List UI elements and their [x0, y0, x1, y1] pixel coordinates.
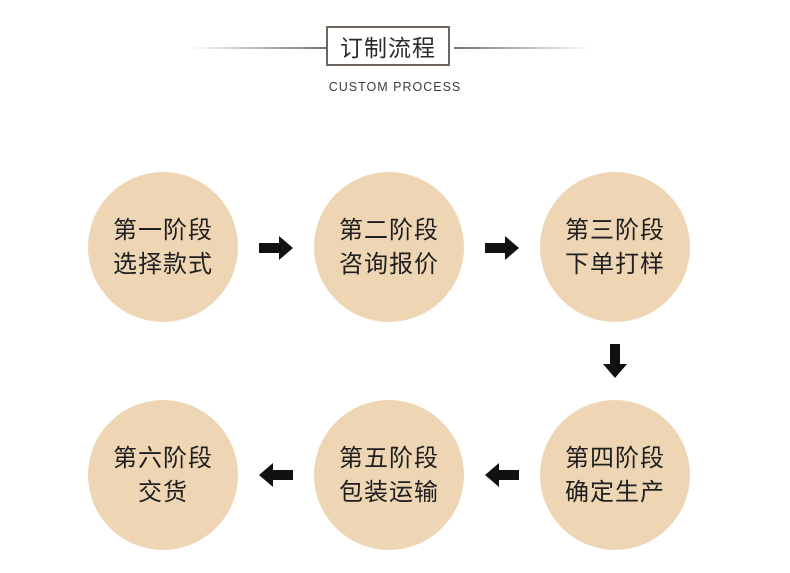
step-3-desc: 下单打样 [565, 250, 665, 278]
step-1-desc: 选择款式 [113, 250, 213, 278]
step-3-circle: 第三阶段 下单打样 [540, 172, 690, 322]
arrow-right-icon [485, 236, 519, 260]
arrow-left-icon [259, 463, 293, 487]
page-title: 订制流程 [326, 26, 450, 66]
step-4-stage: 第四阶段 [565, 444, 665, 472]
arrow-down-icon [603, 344, 627, 378]
arrow-left-icon [485, 463, 519, 487]
arrow-right-icon [259, 236, 293, 260]
step-4-desc: 确定生产 [565, 478, 665, 506]
step-2-circle: 第二阶段 咨询报价 [314, 172, 464, 322]
page-subtitle: CUSTOM PROCESS [328, 80, 462, 94]
step-6-desc: 交货 [138, 478, 188, 506]
header-line-left [190, 47, 326, 49]
step-2-stage: 第二阶段 [339, 216, 439, 244]
step-5-desc: 包装运输 [339, 478, 439, 506]
step-5-circle: 第五阶段 包装运输 [314, 400, 464, 550]
step-4-circle: 第四阶段 确定生产 [540, 400, 690, 550]
step-1-stage: 第一阶段 [113, 216, 213, 244]
step-5-stage: 第五阶段 [339, 444, 439, 472]
step-2-desc: 咨询报价 [339, 250, 439, 278]
step-6-stage: 第六阶段 [113, 444, 213, 472]
step-6-circle: 第六阶段 交货 [88, 400, 238, 550]
step-3-stage: 第三阶段 [565, 216, 665, 244]
step-1-circle: 第一阶段 选择款式 [88, 172, 238, 322]
header-line-right [454, 47, 590, 49]
